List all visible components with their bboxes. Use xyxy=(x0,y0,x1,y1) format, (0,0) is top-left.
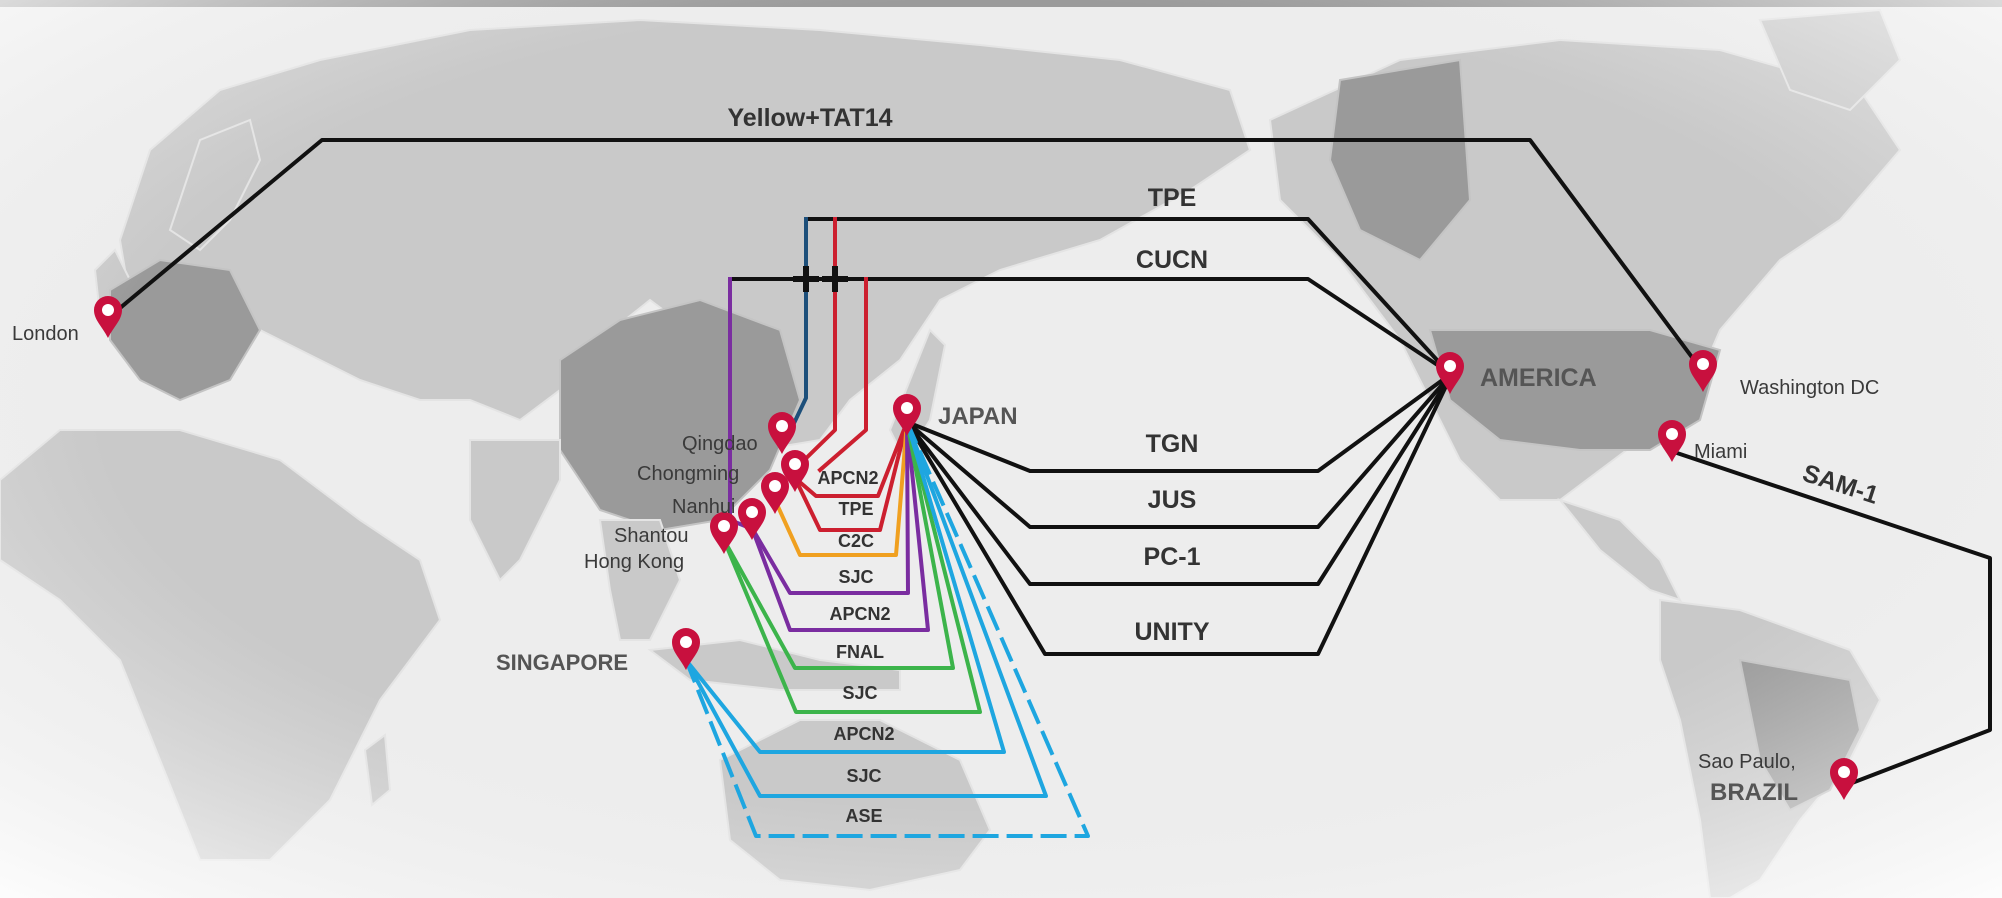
cable-route-ase[interactable] xyxy=(683,419,1090,838)
cable-label-apcn2-b: APCN2 xyxy=(829,604,890,624)
cable-label-sjc-a: SJC xyxy=(838,567,873,587)
cable-label-apcn2-a: APCN2 xyxy=(817,468,878,488)
cable-label-apcn2-c: APCN2 xyxy=(833,724,894,744)
city-label-qingdao: Qingdao xyxy=(682,433,758,455)
cable-label-tgn: TGN xyxy=(1146,430,1199,458)
cable-route-apcn2-c[interactable] xyxy=(683,419,1006,754)
cable-route-sjc-c[interactable] xyxy=(683,419,1048,798)
cable-label-c2c: C2C xyxy=(838,531,874,551)
cable-route-c2c[interactable] xyxy=(772,419,910,557)
city-label-america: AMERICA xyxy=(1480,364,1597,392)
cable-label-pc1: PC-1 xyxy=(1144,543,1201,571)
city-label-london: London xyxy=(12,323,79,345)
cable-route-yellow-tat14[interactable] xyxy=(105,138,1703,371)
cable-label-sjc-c: SJC xyxy=(846,766,881,786)
city-label-singapore: SINGAPORE xyxy=(496,650,628,675)
cable-route-sjc-b[interactable] xyxy=(721,419,982,714)
cable-route-chongming-apcn2-north[interactable] xyxy=(817,277,868,473)
cable-junction-icon xyxy=(793,266,848,292)
city-label-brazil: BRAZIL xyxy=(1710,779,1798,806)
cable-label-tpe: TPE xyxy=(1148,184,1197,212)
city-label-hongkong: Hong Kong xyxy=(584,551,684,573)
city-label-miami: Miami xyxy=(1694,441,1747,463)
cable-route-tpe[interactable] xyxy=(804,217,1451,375)
cable-route-tpe-b[interactable] xyxy=(792,419,910,532)
city-label-washington: Washington DC xyxy=(1740,377,1879,399)
cable-route-pc1[interactable] xyxy=(904,377,1451,586)
cable-label-ase: ASE xyxy=(845,806,882,826)
city-label-nanhui: Nanhui xyxy=(672,496,735,518)
cable-label-cucn: CUCN xyxy=(1136,246,1208,274)
city-label-chongming: Chongming xyxy=(637,463,739,485)
cable-route-sam1[interactable] xyxy=(1671,449,1992,789)
city-label-japan: JAPAN xyxy=(938,403,1018,430)
cable-route-cucn[interactable] xyxy=(728,277,1451,375)
cable-label-unity: UNITY xyxy=(1135,618,1210,646)
cable-route-fnal[interactable] xyxy=(721,419,955,670)
city-labels: London Qingdao Chongming Nanhui Shantou … xyxy=(12,323,1879,806)
cable-route-unity[interactable] xyxy=(904,379,1451,656)
cable-label-jus: JUS xyxy=(1148,486,1197,514)
city-label-saopaulo: Sao Paulo, xyxy=(1698,751,1796,773)
city-label-shantou: Shantou xyxy=(614,525,689,547)
cable-route-apcn2-a[interactable] xyxy=(792,419,910,498)
cable-label-fnal: FNAL xyxy=(836,642,884,662)
cable-label-sjc-b: SJC xyxy=(842,683,877,703)
cable-route-apcn2-b[interactable] xyxy=(749,419,930,632)
cable-route-jus[interactable] xyxy=(904,375,1451,529)
cable-label-tpe-b: TPE xyxy=(838,499,873,519)
cable-routes xyxy=(105,138,1992,838)
cable-label-yellow-tat14: Yellow+TAT14 xyxy=(727,104,892,132)
cable-route-tgn[interactable] xyxy=(904,373,1451,473)
cable-route-sjc-a[interactable] xyxy=(749,419,910,595)
